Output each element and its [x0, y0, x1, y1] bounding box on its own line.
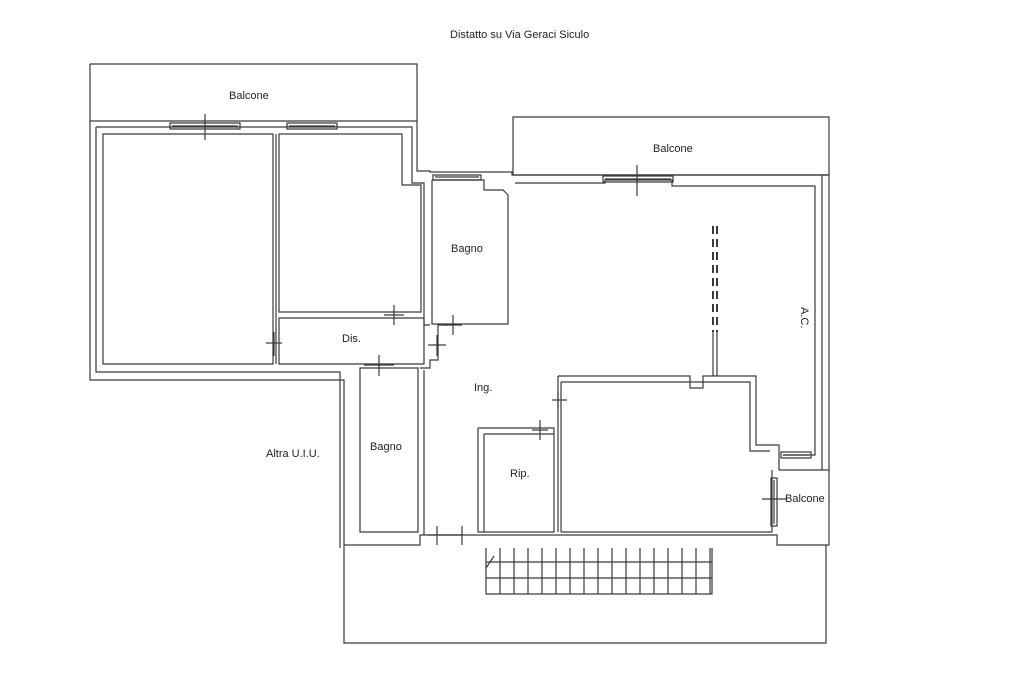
door-marks	[266, 305, 462, 545]
room-label-ac: A.C.	[798, 307, 810, 329]
window	[433, 175, 481, 180]
dis-corridor	[279, 318, 424, 364]
room-label-balcone-small: Balcone	[785, 493, 825, 505]
left-wing-inner-wall-2	[96, 127, 340, 548]
room-label-dis: Dis.	[342, 333, 361, 345]
bagno-lower-walls	[360, 368, 418, 532]
plan-caption: Distatto su Via Geraci Siculo	[450, 29, 590, 41]
left-wing-outline	[90, 64, 829, 545]
left-wing	[90, 64, 829, 548]
corridor-wall	[420, 325, 448, 368]
left-wing-inner-wall	[96, 127, 430, 325]
bedroom-1	[103, 134, 273, 364]
right-wing-inner-wall	[515, 180, 815, 455]
balcone-small-area	[762, 452, 829, 526]
bagno-lower-room	[360, 325, 448, 535]
bagno-upper-walls	[432, 180, 508, 324]
window	[771, 478, 777, 526]
windows-left	[170, 114, 337, 140]
bedroom-2	[279, 134, 421, 312]
balcone-right-frame	[513, 117, 829, 175]
terrace-outline	[344, 545, 826, 643]
bagno-upper-room	[432, 175, 508, 324]
room-label-balcone-right: Balcone	[653, 143, 693, 155]
window	[603, 176, 673, 182]
living-room	[552, 376, 779, 532]
window	[781, 452, 811, 458]
stair-outline	[486, 548, 712, 594]
ripostiglio-room	[478, 420, 554, 532]
living-room-walls	[558, 376, 779, 470]
window	[287, 123, 337, 129]
room-label-altra-uiu: Altra U.I.U.	[266, 448, 320, 460]
right-wing	[513, 117, 829, 470]
stair-arrow	[486, 556, 494, 568]
room-label-ing: Ing.	[474, 382, 493, 394]
room-label-bagno-upper: Bagno	[451, 243, 483, 255]
ripostiglio-walls	[478, 428, 554, 532]
living-room-walls-inner	[561, 382, 770, 451]
room-label-bagno-lower: Bagno	[370, 441, 402, 453]
room-label-balcone-left: Balcone	[229, 90, 269, 102]
stair-treads	[500, 548, 710, 594]
terrace-and-stairs	[344, 545, 826, 643]
room-label-rip: Rip.	[510, 468, 530, 480]
